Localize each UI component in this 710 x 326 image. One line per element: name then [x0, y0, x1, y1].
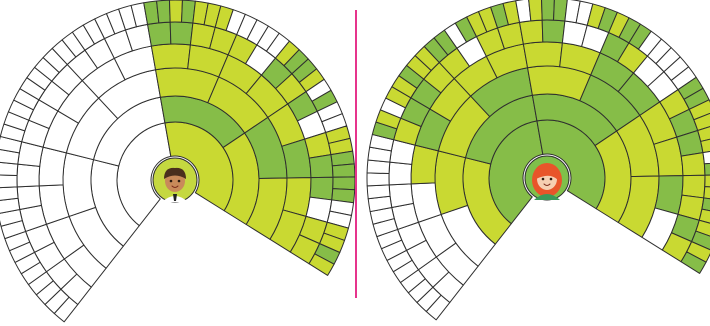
ancestor-cell-gen6	[367, 185, 390, 199]
ancestor-cell-gen5	[682, 175, 705, 198]
ancestor-cell-gen5	[17, 164, 40, 187]
ancestor-cell-gen4	[655, 176, 683, 215]
ancestor-cell-gen6	[157, 0, 171, 23]
girl-fan-chart	[367, 0, 710, 320]
ancestor-cell-gen5	[310, 177, 333, 200]
ancestor-cell-gen5	[17, 186, 41, 210]
ancestor-cell-gen5	[542, 20, 565, 43]
ancestor-cell-gen6	[529, 0, 543, 21]
ancestor-cell-gen4	[151, 44, 190, 70]
left-eye	[170, 180, 173, 183]
ancestor-cell-gen4	[411, 145, 438, 184]
girl-avatar	[525, 156, 569, 200]
ancestor-cell-gen4	[523, 42, 562, 68]
ancestor-cell-gen6	[333, 177, 355, 190]
boy-avatar	[153, 158, 197, 202]
ancestor-cell-gen5	[389, 184, 413, 208]
boy-fan-chart	[0, 0, 355, 322]
ancestor-cell-gen6	[542, 0, 555, 20]
ancestor-cell-gen6	[332, 164, 355, 177]
ancestor-cell-gen5	[148, 22, 171, 46]
ancestor-cell-gen4	[39, 147, 66, 186]
right-eye	[550, 178, 553, 181]
ancestor-cell-gen6	[0, 187, 18, 201]
ancestor-cell-gen3	[63, 153, 96, 217]
ancestor-cell-gen5	[520, 20, 543, 44]
ancestor-cell-gen3	[435, 151, 468, 215]
left-eye	[542, 178, 545, 181]
ancestor-cell-gen6	[705, 175, 710, 188]
ancestor-cell-gen6	[170, 0, 183, 22]
ancestor-cell-gen6	[704, 162, 710, 175]
ancestor-cell-gen5	[170, 22, 193, 45]
ancestor-cell-gen5	[309, 155, 333, 178]
ancestor-cell-gen6	[0, 175, 17, 188]
ancestor-cell-gen5	[681, 153, 705, 176]
ancestor-cell-gen5	[389, 162, 412, 185]
ancestor-cell-gen4	[283, 178, 311, 217]
ancestor-cell-gen6	[367, 173, 389, 186]
right-eye	[178, 180, 181, 183]
